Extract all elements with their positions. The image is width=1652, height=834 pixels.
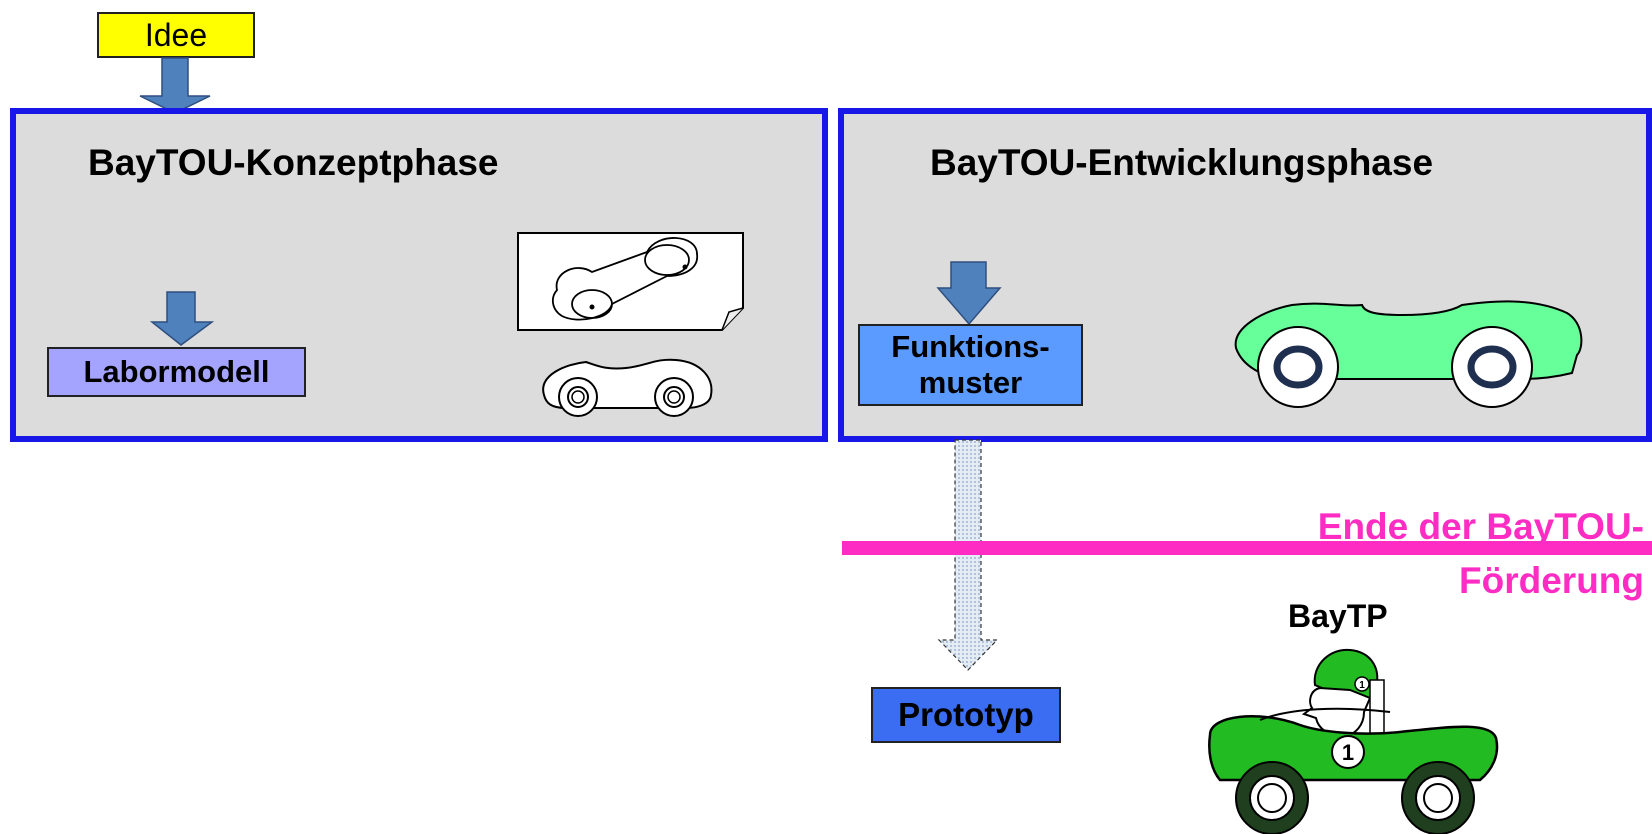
- sketch-paper-icon: [517, 232, 744, 331]
- race-car-icon: 1 1: [1208, 648, 1499, 834]
- svg-text:1: 1: [1359, 680, 1365, 691]
- prototyp-box: Prototyp: [871, 687, 1061, 743]
- entwicklungsphase-title: BayTOU-Entwicklungsphase: [930, 142, 1434, 183]
- labormodell-label: Labormodell: [83, 354, 270, 389]
- funktionsmuster-label-line1: Funktions-: [891, 329, 1050, 364]
- green-car-icon: [1234, 300, 1583, 408]
- idee-label: Idee: [144, 16, 208, 53]
- funktionsmuster-box: Funktions- muster: [858, 324, 1083, 406]
- idee-down-arrow: [139, 57, 211, 114]
- idee-box: Idee: [97, 12, 255, 58]
- labormodell-box: Labormodell: [47, 347, 306, 397]
- labormodell-arrow: [149, 291, 215, 346]
- funktionsmuster-arrow: [936, 261, 1002, 326]
- konzeptphase-title: BayTOU-Konzeptphase: [88, 142, 499, 183]
- ende-foerderung-line: [842, 541, 1652, 555]
- ende-line2: Förderung: [1459, 560, 1644, 601]
- funktionsmuster-label-line2: muster: [918, 365, 1023, 400]
- dotted-down-arrow: [937, 439, 999, 671]
- race-car-number: 1: [1342, 740, 1354, 765]
- outline-car-icon: [542, 358, 713, 417]
- baytp-label: BayTP: [1288, 598, 1388, 634]
- ende-line1: Ende der BayTOU-: [1317, 506, 1644, 547]
- prototyp-label: Prototyp: [898, 696, 1034, 733]
- ende-foerderung-text: Ende der BayTOU- Förderung: [1318, 500, 1644, 608]
